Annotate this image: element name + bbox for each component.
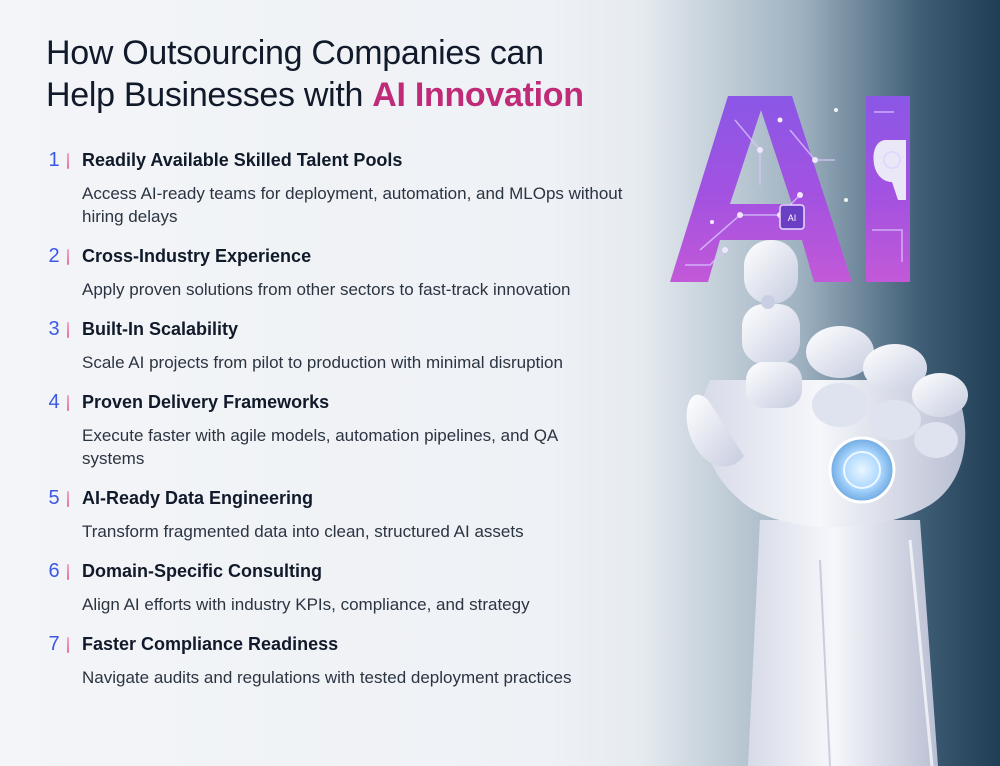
title-highlight: AI Innovation: [372, 76, 584, 114]
list-item: 7 Faster Compliance Readiness Navigate a…: [46, 630, 656, 703]
item-number: 2: [48, 245, 60, 267]
item-number: 7: [48, 633, 60, 655]
item-number: 6: [48, 560, 60, 582]
title-line-2-prefix: Help Businesses with: [46, 76, 373, 114]
item-heading: Proven Delivery Frameworks: [82, 392, 330, 412]
robot-hand-icon: AI: [670, 96, 968, 766]
item-heading: Readily Available Skilled Talent Pools: [82, 150, 403, 170]
item-accent-bar: [67, 491, 69, 507]
item-accent-bar: [67, 395, 69, 411]
item-heading: Cross-Industry Experience: [82, 246, 312, 266]
list-item: 1 Readily Available Skilled Talent Pools…: [46, 146, 656, 242]
ai-letter-a: AI: [670, 96, 852, 282]
item-description: Navigate audits and regulations with tes…: [82, 668, 572, 687]
item-number: 3: [48, 318, 60, 340]
item-accent-bar: [67, 564, 69, 580]
item-description: Transform fragmented data into clean, st…: [82, 522, 524, 541]
item-description: Apply proven solutions from other sector…: [82, 280, 571, 299]
item-accent-bar: [67, 153, 69, 169]
item-heading: Faster Compliance Readiness: [82, 634, 339, 654]
robot-finger: [742, 240, 802, 408]
item-number: 5: [48, 487, 60, 509]
page-title: How Outsourcing Companies can Help Busin…: [46, 32, 584, 116]
item-description: Scale AI projects from pilot to producti…: [82, 353, 563, 372]
item-description: Access AI-ready teams for deployment, au…: [82, 184, 623, 226]
list-item: 6 Domain-Specific Consulting Align AI ef…: [46, 557, 656, 630]
item-heading: Domain-Specific Consulting: [82, 561, 323, 581]
list-item: 3 Built-In Scalability Scale AI projects…: [46, 315, 656, 388]
title-line-1: How Outsourcing Companies can: [46, 34, 544, 72]
item-description: Execute faster with agile models, automa…: [82, 426, 558, 468]
item-accent-bar: [67, 637, 69, 653]
benefits-list: 1 Readily Available Skilled Talent Pools…: [46, 146, 656, 703]
list-item: 2 Cross-Industry Experience Apply proven…: [46, 242, 656, 315]
list-item: 4 Proven Delivery Frameworks Execute fas…: [46, 388, 656, 484]
item-heading: AI-Ready Data Engineering: [82, 488, 314, 508]
item-accent-bar: [67, 322, 69, 338]
item-number: 1: [48, 149, 60, 171]
list-item: 5 AI-Ready Data Engineering Transform fr…: [46, 484, 656, 557]
item-heading: Built-In Scalability: [82, 319, 239, 339]
ai-chip-label: AI: [788, 213, 797, 223]
item-accent-bar: [67, 249, 69, 265]
ai-letter-i: [866, 96, 910, 282]
item-number: 4: [48, 391, 60, 413]
item-description: Align AI efforts with industry KPIs, com…: [82, 595, 530, 614]
